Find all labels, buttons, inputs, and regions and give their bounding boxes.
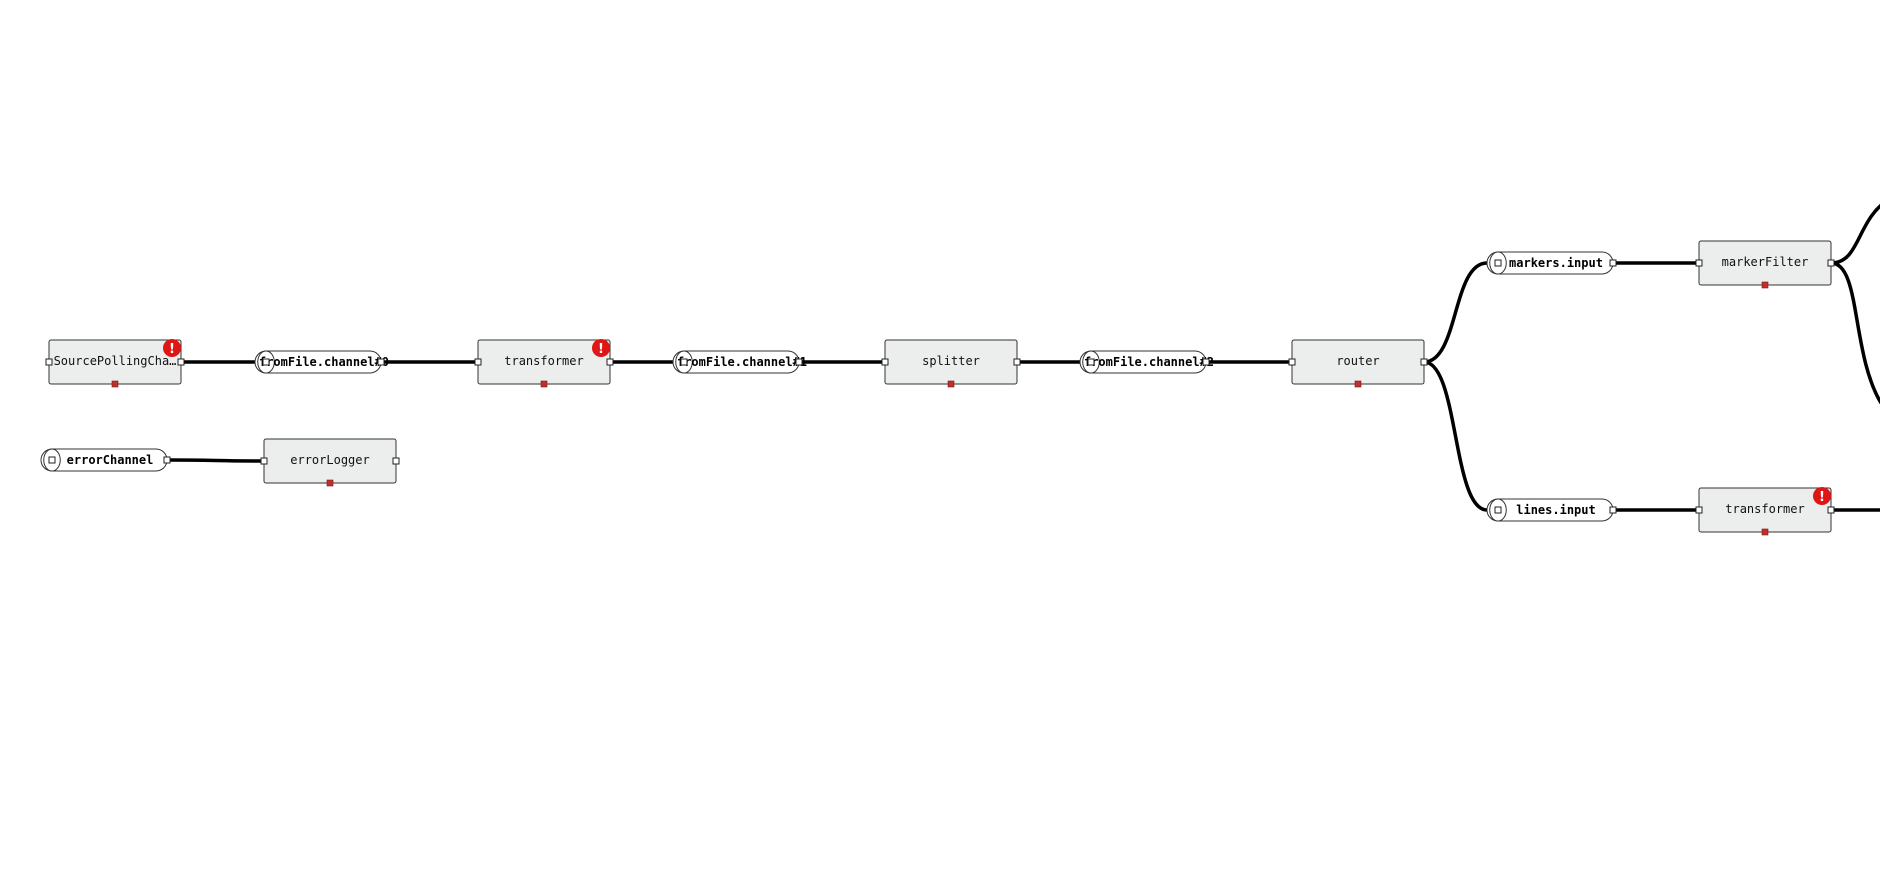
channel-fromfile-channel-2[interactable]: fromFile.channel#2 <box>1079 350 1214 374</box>
input-port[interactable] <box>474 358 482 366</box>
error-port[interactable] <box>947 380 955 388</box>
endpoint-sourcepollingcha[interactable]: SourcePollingCha…! <box>45 339 185 388</box>
input-port[interactable] <box>881 358 889 366</box>
endpoint-transformer[interactable]: transformer! <box>1695 487 1835 536</box>
input-port[interactable] <box>1288 358 1296 366</box>
channel-fromfile-channel-0[interactable]: fromFile.channel#0 <box>254 350 389 374</box>
output-port[interactable] <box>177 358 185 366</box>
error-port[interactable] <box>540 380 548 388</box>
error-port[interactable] <box>1761 281 1769 289</box>
exclamation-icon: ! <box>163 339 181 357</box>
input-port[interactable] <box>680 358 688 366</box>
output-port[interactable] <box>606 358 614 366</box>
channel-label: lines.input <box>1516 503 1595 517</box>
input-port[interactable] <box>1695 506 1703 514</box>
channel-markers-input[interactable]: markers.input <box>1486 251 1617 275</box>
endpoint-label: transformer <box>1725 502 1804 516</box>
error-port[interactable] <box>1761 528 1769 536</box>
channel-errorchannel[interactable]: errorChannel <box>40 448 171 472</box>
endpoint-errorlogger[interactable]: errorLogger <box>260 438 400 487</box>
channel-label: fromFile.channel#2 <box>1084 355 1214 369</box>
connection-markerfilter-out-a[interactable] <box>1830 198 1880 265</box>
output-port[interactable] <box>1202 358 1210 366</box>
error-port[interactable] <box>111 380 119 388</box>
output-port[interactable] <box>1827 506 1835 514</box>
channel-label: errorChannel <box>67 453 154 467</box>
endpoint-router[interactable]: router <box>1288 339 1428 388</box>
connection-n-router-to-c-lines[interactable] <box>1423 360 1488 512</box>
channel-label: markers.input <box>1509 256 1603 270</box>
error-port[interactable] <box>1354 380 1362 388</box>
output-port[interactable] <box>1013 358 1021 366</box>
endpoint-label: markerFilter <box>1722 255 1809 269</box>
output-port[interactable] <box>1827 259 1835 267</box>
endpoint-transformer[interactable]: transformer! <box>474 339 614 388</box>
svg-text:!: ! <box>1819 490 1825 505</box>
svg-text:!: ! <box>598 342 604 357</box>
input-port[interactable] <box>1494 259 1502 267</box>
input-port[interactable] <box>262 358 270 366</box>
output-port[interactable] <box>1609 506 1617 514</box>
input-port[interactable] <box>1695 259 1703 267</box>
connection-layer <box>166 198 1880 512</box>
channel-label: fromFile.channel#1 <box>677 355 807 369</box>
output-port[interactable] <box>795 358 803 366</box>
output-port[interactable] <box>392 457 400 465</box>
channel-label: fromFile.channel#0 <box>259 355 389 369</box>
input-port[interactable] <box>1494 506 1502 514</box>
output-port[interactable] <box>377 358 385 366</box>
error-port[interactable] <box>326 479 334 487</box>
input-port[interactable] <box>1087 358 1095 366</box>
endpoint-splitter[interactable]: splitter <box>881 339 1021 388</box>
svg-text:!: ! <box>169 342 175 357</box>
endpoint-markerfilter[interactable]: markerFilter <box>1695 240 1835 289</box>
exclamation-icon: ! <box>592 339 610 357</box>
connection-markerfilter-out-b[interactable] <box>1830 261 1880 404</box>
connection-c-error-to-n-errorlogger[interactable] <box>166 458 265 463</box>
input-port[interactable] <box>48 456 56 464</box>
exclamation-icon: ! <box>1813 487 1831 505</box>
endpoint-label: SourcePollingCha… <box>54 354 177 368</box>
output-port[interactable] <box>1609 259 1617 267</box>
channel-fromfile-channel-1[interactable]: fromFile.channel#1 <box>672 350 807 374</box>
endpoint-label: transformer <box>504 354 583 368</box>
input-port[interactable] <box>260 457 268 465</box>
output-port[interactable] <box>163 456 171 464</box>
output-port[interactable] <box>1420 358 1428 366</box>
input-port[interactable] <box>45 358 53 366</box>
endpoint-label: router <box>1336 354 1379 368</box>
endpoint-label: errorLogger <box>290 453 369 467</box>
endpoint-label: splitter <box>922 354 980 368</box>
connection-n-router-to-c-markers[interactable] <box>1423 261 1488 364</box>
channel-lines-input[interactable]: lines.input <box>1486 498 1617 522</box>
